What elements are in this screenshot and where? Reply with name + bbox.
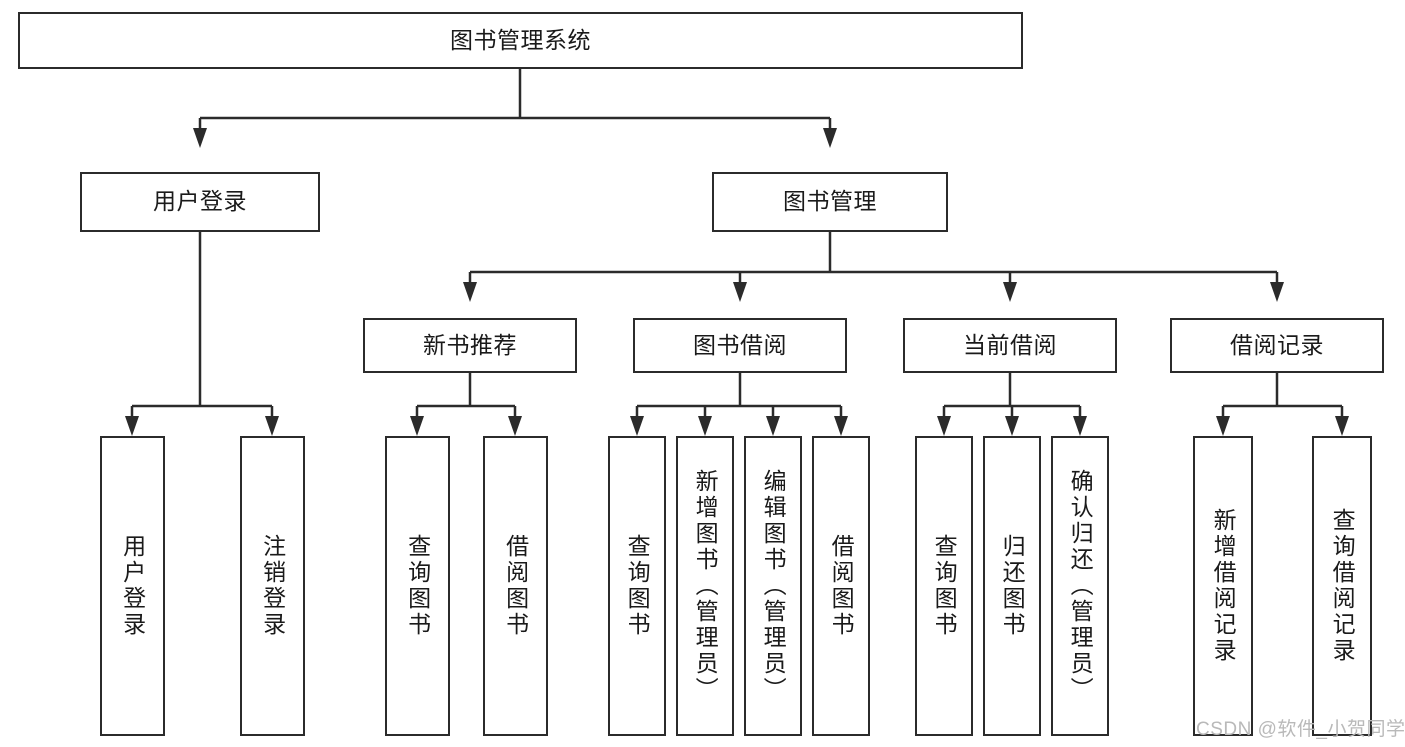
node-label-leaf-return-book: 归还图书: [999, 534, 1026, 638]
arrow-head-level3_book_borrow-3: [834, 416, 848, 436]
node-leaf-add-book-admin: 新增图书（管理员）: [676, 436, 734, 736]
node-leaf-add-borrow-record: 新增借阅记录: [1193, 436, 1253, 736]
node-label-new-book-recommend: 新书推荐: [423, 331, 517, 358]
node-label-user-login: 用户登录: [153, 188, 247, 215]
arrow-head-level3_current_borrow-0: [937, 416, 951, 436]
node-user-login: 用户登录: [80, 172, 320, 232]
node-label-current-borrow: 当前借阅: [963, 331, 1057, 358]
node-label-book-borrow: 图书借阅: [693, 331, 787, 358]
node-label-leaf-logout: 注销登录: [259, 534, 286, 638]
arrow-head-level2_book_manage-0: [463, 282, 477, 302]
node-leaf-edit-book-admin: 编辑图书（管理员）: [744, 436, 802, 736]
node-book-manage: 图书管理: [712, 172, 948, 232]
arrow-head-root_to_level2-1: [823, 128, 837, 148]
node-leaf-confirm-return-admin: 确认归还（管理员）: [1051, 436, 1109, 736]
node-label-leaf-add-book-admin: 新增图书（管理员）: [692, 469, 719, 703]
arrow-head-root_to_level2-0: [193, 128, 207, 148]
node-root: 图书管理系统: [18, 12, 1023, 69]
node-label-root: 图书管理系统: [450, 26, 591, 53]
arrow-head-level2_user_login-0: [125, 416, 139, 436]
node-label-leaf-borrow-book: 借阅图书: [828, 534, 855, 638]
node-leaf-query-book-rec: 查询图书: [385, 436, 450, 736]
node-new-book-recommend: 新书推荐: [363, 318, 577, 373]
node-leaf-query-book-borrow: 查询图书: [608, 436, 666, 736]
node-label-book-manage: 图书管理: [783, 188, 877, 215]
node-label-leaf-user-login: 用户登录: [119, 534, 146, 638]
node-label-borrow-record: 借阅记录: [1230, 331, 1324, 358]
arrow-head-level2_book_manage-2: [1003, 282, 1017, 302]
node-label-leaf-confirm-return-admin: 确认归还（管理员）: [1067, 469, 1094, 703]
node-label-leaf-edit-book-admin: 编辑图书（管理员）: [760, 469, 787, 703]
node-leaf-borrow-book-rec: 借阅图书: [483, 436, 548, 736]
arrow-head-level3_borrow_record-1: [1335, 416, 1349, 436]
arrow-head-level3_new_book_recommend-1: [508, 416, 522, 436]
node-leaf-borrow-book: 借阅图书: [812, 436, 870, 736]
arrow-head-level2_user_login-1: [265, 416, 279, 436]
arrow-head-level3_current_borrow-1: [1005, 416, 1019, 436]
arrow-head-level3_book_borrow-0: [630, 416, 644, 436]
arrow-head-level3_borrow_record-0: [1216, 416, 1230, 436]
node-borrow-record: 借阅记录: [1170, 318, 1384, 373]
node-leaf-user-login: 用户登录: [100, 436, 165, 736]
node-book-borrow: 图书借阅: [633, 318, 847, 373]
node-label-leaf-query-book-cur: 查询图书: [931, 534, 958, 638]
arrow-head-level3_current_borrow-2: [1073, 416, 1087, 436]
arrow-head-level3_new_book_recommend-0: [410, 416, 424, 436]
arrow-head-level3_book_borrow-1: [698, 416, 712, 436]
node-leaf-return-book: 归还图书: [983, 436, 1041, 736]
node-label-leaf-add-borrow-record: 新增借阅记录: [1210, 508, 1237, 664]
node-leaf-query-borrow-record: 查询借阅记录: [1312, 436, 1372, 736]
arrow-head-level2_book_manage-3: [1270, 282, 1284, 302]
arrow-head-level3_book_borrow-2: [766, 416, 780, 436]
node-leaf-logout: 注销登录: [240, 436, 305, 736]
node-label-leaf-query-borrow-record: 查询借阅记录: [1329, 508, 1356, 664]
node-leaf-query-book-cur: 查询图书: [915, 436, 973, 736]
arrow-head-level2_book_manage-1: [733, 282, 747, 302]
node-current-borrow: 当前借阅: [903, 318, 1117, 373]
node-label-leaf-borrow-book-rec: 借阅图书: [502, 534, 529, 638]
node-label-leaf-query-book-rec: 查询图书: [404, 534, 431, 638]
node-label-leaf-query-book-borrow: 查询图书: [624, 534, 651, 638]
